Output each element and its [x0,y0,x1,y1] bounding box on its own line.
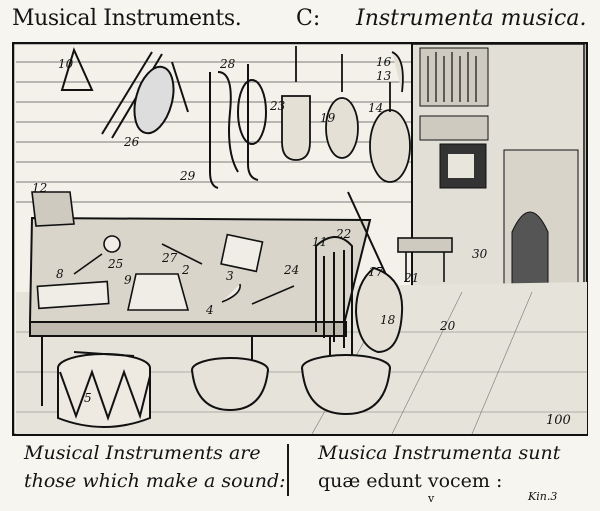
ref-number: 11 [312,235,327,249]
drum [57,351,151,428]
ref-number: 8 [56,267,64,281]
ref-number: 20 [439,319,456,333]
ref-number: 19 [320,111,336,125]
ref-number: 3 [226,269,234,283]
ref-number: 14 [368,101,383,115]
section-letter: C: [296,6,321,31]
title-english: Musical Instruments. [12,6,242,31]
viol-hanging [281,46,311,161]
caption-latin-line-2: quæ edunt vocem : [318,470,503,492]
page-number: 100 [546,413,571,428]
ref-number: 2 [181,263,190,277]
table-items [36,233,295,311]
lute-hanging [325,54,359,159]
page-header: Musical Instruments. C: Instrumenta musi… [0,0,600,44]
caption: Musical Instruments are those which make… [0,438,600,511]
ref-number: 30 [472,247,488,261]
ref-number: 24 [283,263,299,277]
ref-number: 29 [179,169,196,183]
ref-number: 28 [219,57,236,71]
ref-number: 21 [403,271,419,285]
ref-number: 9 [124,273,132,287]
ref-number: 26 [123,135,140,149]
cittern-hanging [369,51,411,183]
ref-number: 13 [376,69,392,83]
ref-number: 4 [205,303,214,317]
stool [397,237,453,282]
title-latin: Instrumenta musica. [356,6,587,31]
reference-numbers: 10 26 28 29 23 19 16 13 14 12 8 25 27 2 … [32,55,488,405]
caption-latin-line-1: Musica Instrumenta sunt [318,442,561,464]
ref-number: 22 [335,227,351,241]
ref-number: 23 [269,99,286,113]
caption-english-line-1: Musical Instruments are [24,442,261,464]
right-wall [411,43,585,301]
trumpets [209,64,267,189]
ref-number: 5 [84,391,92,405]
harp [315,236,353,366]
ref-number: 18 [380,313,396,327]
triangle-instrument [60,47,94,91]
ref-number: 17 [368,265,384,279]
caption-english-line-2: those which make a sound: [24,470,286,492]
ref-number: 12 [32,181,47,195]
bench-left [31,191,75,227]
kettledrums [191,354,391,416]
catchword: Kin.3 [528,490,558,503]
ref-number: 27 [161,251,178,265]
engraving-plate: 10 26 28 29 23 19 16 13 14 12 8 25 27 2 … [12,42,588,436]
bass-viol [347,191,404,354]
flutes-and-bagpipe [101,51,189,139]
signature-mark: v [428,492,435,505]
caption-divider [287,444,289,496]
back-wall [16,61,412,203]
ref-number: 10 [58,57,74,71]
ref-number: 16 [376,55,392,69]
ref-number: 25 [107,257,123,271]
